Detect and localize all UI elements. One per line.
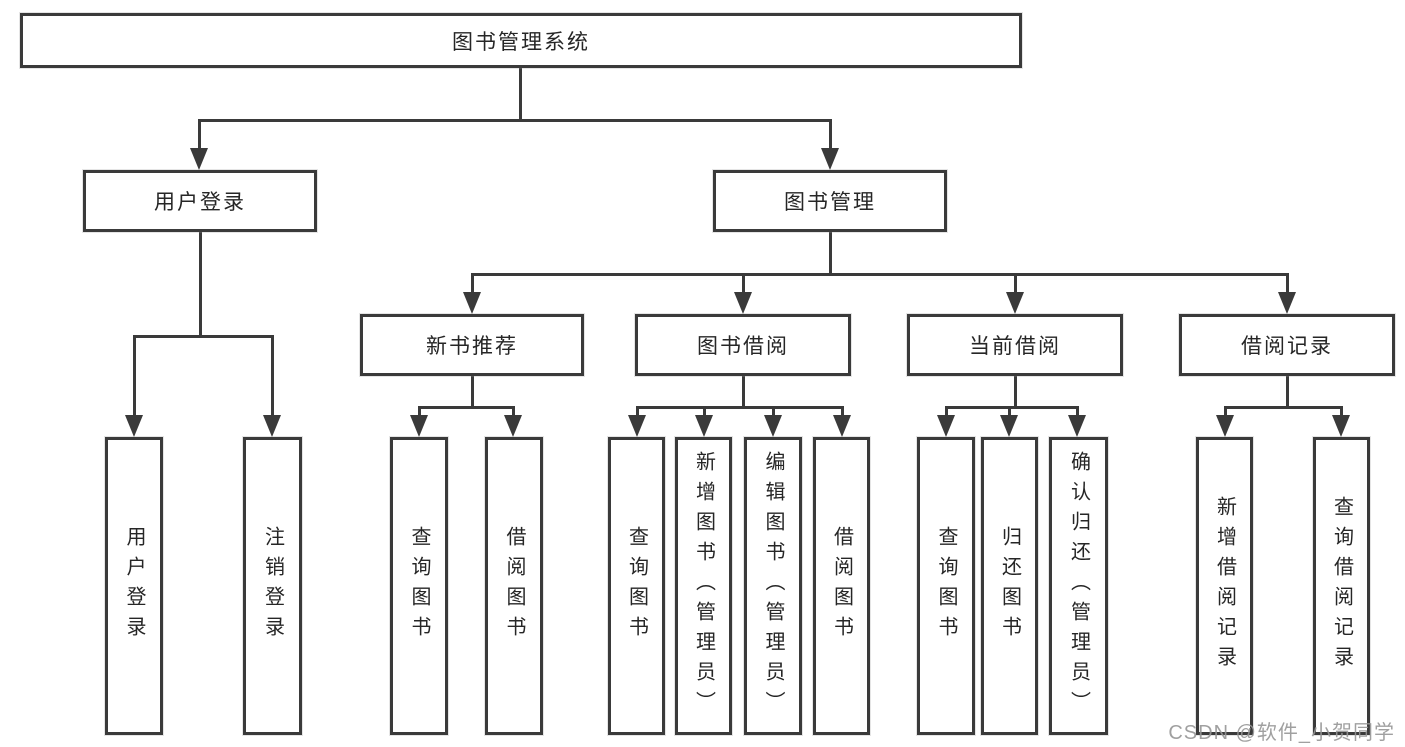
arrowhead-bb-query <box>628 415 646 437</box>
arrowhead-book-management <box>821 148 839 170</box>
arrowhead-cb-return <box>1000 415 1018 437</box>
edge-user-login-rail <box>133 335 274 338</box>
arrowhead-logout-leaf <box>263 415 281 437</box>
edge-to-user-login <box>198 119 201 152</box>
arrowhead-bb-add <box>695 415 713 437</box>
node-borrow-borrow-book: 借阅图书 <box>813 437 870 735</box>
node-borrow-edit-book-admin: 编辑图书（管理员） <box>744 437 802 735</box>
edge-book-mgmt-trunk <box>829 232 832 276</box>
edge-to-logout-leaf <box>271 335 274 417</box>
arrowhead-borrow-records <box>1278 292 1296 314</box>
arrowhead-rec-query <box>1332 415 1350 437</box>
edge-to-cb-return <box>1008 406 1011 418</box>
edge-to-cb-query <box>945 406 948 418</box>
edge-bookborrow-rail <box>636 406 843 409</box>
edge-to-cb-confirm <box>1076 406 1079 418</box>
node-borrow-add-book-admin: 新增图书（管理员） <box>675 437 732 735</box>
edge-book-mgmt-rail <box>471 273 1289 276</box>
node-borrow-query-book: 查询图书 <box>608 437 665 735</box>
node-current-query-book: 查询图书 <box>917 437 975 735</box>
edge-bookborrow-trunk <box>742 376 745 409</box>
node-current-confirm-return-admin: 确认归还（管理员） <box>1049 437 1108 735</box>
edge-to-bb-edit <box>772 406 775 418</box>
edge-root-rail <box>198 119 831 122</box>
arrowhead-newbook-borrow <box>504 415 522 437</box>
edge-to-rec-add <box>1224 406 1227 418</box>
node-newbook-borrow-book: 借阅图书 <box>485 437 543 735</box>
edge-to-book-management <box>829 119 832 152</box>
arrowhead-bb-edit <box>764 415 782 437</box>
watermark: CSDN @软件_小贺同学 <box>1168 722 1395 744</box>
node-records-add-record: 新增借阅记录 <box>1196 437 1253 735</box>
edge-to-user-login-leaf <box>133 335 136 417</box>
edge-to-newbook-query <box>418 406 421 418</box>
edge-to-bb-query <box>636 406 639 418</box>
edge-newbook-rail <box>418 406 515 409</box>
edge-to-rec-query <box>1340 406 1343 418</box>
edge-to-new-book <box>471 273 474 294</box>
node-current-borrow: 当前借阅 <box>907 314 1123 376</box>
edge-user-login-trunk <box>199 232 202 338</box>
edge-currentborrow-trunk <box>1014 376 1017 409</box>
arrowhead-book-borrow <box>734 292 752 314</box>
edge-to-bb-add <box>703 406 706 418</box>
node-current-return-book: 归还图书 <box>981 437 1038 735</box>
arrowhead-newbook-query <box>410 415 428 437</box>
arrowhead-user-login <box>190 148 208 170</box>
edge-to-current-borrow <box>1014 273 1017 294</box>
node-logout-leaf: 注销登录 <box>243 437 302 735</box>
node-borrow-records: 借阅记录 <box>1179 314 1395 376</box>
node-book-borrow: 图书借阅 <box>635 314 851 376</box>
node-newbook-query-book: 查询图书 <box>390 437 448 735</box>
edge-to-borrow-records <box>1286 273 1289 294</box>
arrowhead-cb-confirm <box>1068 415 1086 437</box>
node-user-login-leaf: 用户登录 <box>105 437 163 735</box>
arrowhead-user-login-leaf <box>125 415 143 437</box>
edge-to-newbook-borrow <box>512 406 515 418</box>
edge-records-trunk <box>1286 376 1289 409</box>
arrowhead-new-book <box>463 292 481 314</box>
arrowhead-cb-query <box>937 415 955 437</box>
arrowhead-rec-add <box>1216 415 1234 437</box>
node-records-query-record: 查询借阅记录 <box>1313 437 1370 735</box>
edge-to-book-borrow <box>742 273 745 294</box>
edge-to-bb-borrow <box>841 406 844 418</box>
edge-newbook-trunk <box>471 376 474 409</box>
node-book-management: 图书管理 <box>713 170 947 232</box>
edge-currentborrow-rail <box>945 406 1079 409</box>
edge-root-trunk <box>519 68 522 120</box>
node-user-login: 用户登录 <box>83 170 317 232</box>
arrowhead-current-borrow <box>1006 292 1024 314</box>
arrowhead-bb-borrow <box>833 415 851 437</box>
node-new-book-recommend: 新书推荐 <box>360 314 584 376</box>
node-root: 图书管理系统 <box>20 13 1022 68</box>
edge-records-rail <box>1224 406 1343 409</box>
